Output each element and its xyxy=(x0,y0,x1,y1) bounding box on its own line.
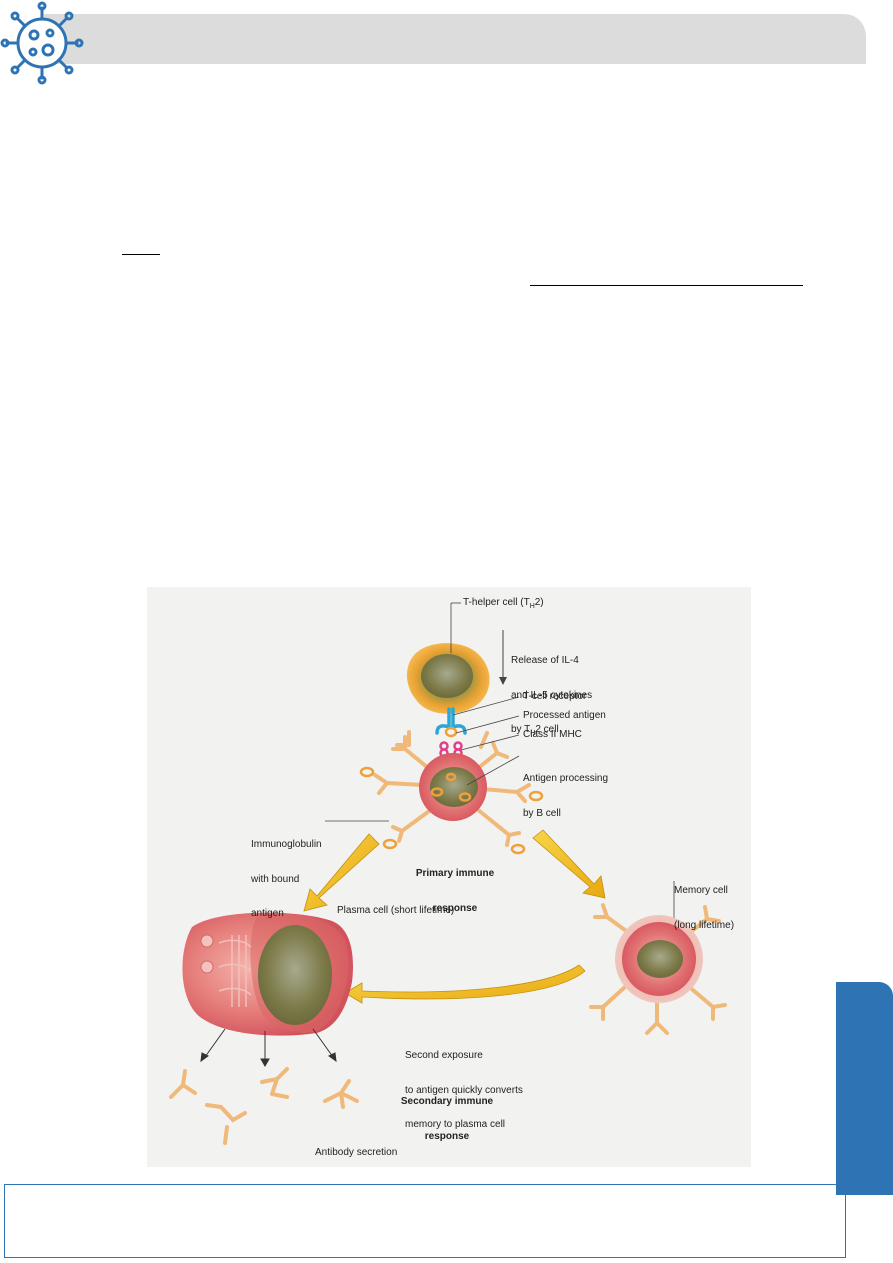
t-helper-label: T-helper cell (TH2) xyxy=(463,597,544,610)
side-tab xyxy=(836,982,893,1195)
release-label: Release of IL-4 and IL-5 cytokines by TH… xyxy=(511,655,593,737)
memory-cell-label: Memory cell (long lifetime) xyxy=(674,885,735,931)
t-cell-receptor-label: T-cell receptor xyxy=(523,691,587,702)
secretion-arrows xyxy=(200,1028,337,1068)
primary-response-label: Primary immune response xyxy=(415,868,495,914)
secondary-response-label: Secondary immune response xyxy=(400,1096,494,1142)
plasma-cell xyxy=(182,912,353,1036)
arrow-memory-to-plasma xyxy=(344,964,586,1004)
second-exposure-label: Second exposure to antigen quickly conve… xyxy=(405,1050,523,1130)
figure-graphics xyxy=(169,602,727,1145)
b-cell xyxy=(419,753,487,821)
antigen-processing-label: Antigen processing by B cell xyxy=(523,773,609,819)
processed-antigen-label: Processed antigen xyxy=(523,710,606,721)
arrow-to-memory-cell xyxy=(532,829,606,899)
header-bar xyxy=(44,14,866,64)
arrow-to-plasma-cell xyxy=(303,833,380,912)
t-helper-cell xyxy=(406,643,490,714)
immunoglobulin-label: Immunoglobulin with bound antigen xyxy=(251,839,322,919)
secreted-antibodies xyxy=(169,1067,359,1145)
processed-antigen xyxy=(444,726,458,738)
t-cell-receptor xyxy=(435,707,467,735)
note-box xyxy=(4,1184,846,1258)
underline-mark xyxy=(122,254,160,255)
plasma-cell-label: Plasma cell (short lifetime) xyxy=(337,905,455,916)
label-leaders xyxy=(325,696,675,932)
antibody-secretion-label: Antibody secretion xyxy=(315,1147,398,1158)
b-cell-activation-figure: T-helper cell (TH2) Release of IL-4 and … xyxy=(147,587,751,1167)
virus-icon xyxy=(0,1,84,85)
class-ii-mhc-label: Class II MHC xyxy=(523,729,582,740)
memory-cell xyxy=(589,903,727,1035)
b-cell-antibody-arms xyxy=(373,730,531,847)
underline-mark xyxy=(530,285,803,286)
bound-antigen-markers xyxy=(359,766,544,855)
